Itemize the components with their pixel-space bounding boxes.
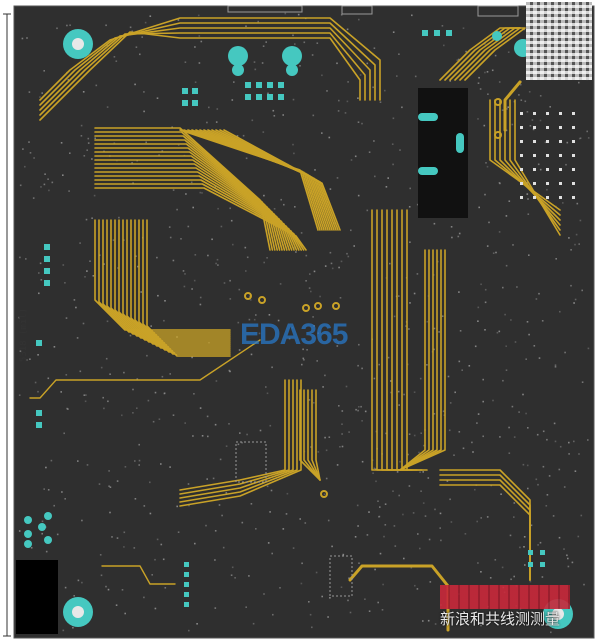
dimension-marker [3, 13, 11, 637]
dimension-label: 5318 (mil) [19, 307, 29, 363]
board-outline [13, 5, 595, 639]
via-field [18, 12, 590, 634]
connector-outlines [227, 5, 519, 597]
brand-banner-logo [440, 585, 570, 609]
component-block-right [418, 88, 468, 218]
component-body-lower-left [16, 560, 58, 634]
gold-vias [244, 98, 502, 498]
connector-pad-grid [520, 112, 575, 199]
cn-watermark-text: 新浪和共线测测量 [440, 610, 561, 628]
pad-cluster-top [182, 30, 452, 106]
mounting-hole-bottom-left [63, 597, 93, 627]
regulator-pads [418, 113, 464, 175]
trace-layer [29, 17, 561, 632]
mounting-hole-top-left [63, 29, 93, 59]
pad-cluster-left [24, 244, 52, 548]
pad-cluster-bottom [184, 550, 545, 607]
qr-code-icon [526, 2, 592, 80]
eda365-watermark: EDA365 [240, 318, 348, 351]
